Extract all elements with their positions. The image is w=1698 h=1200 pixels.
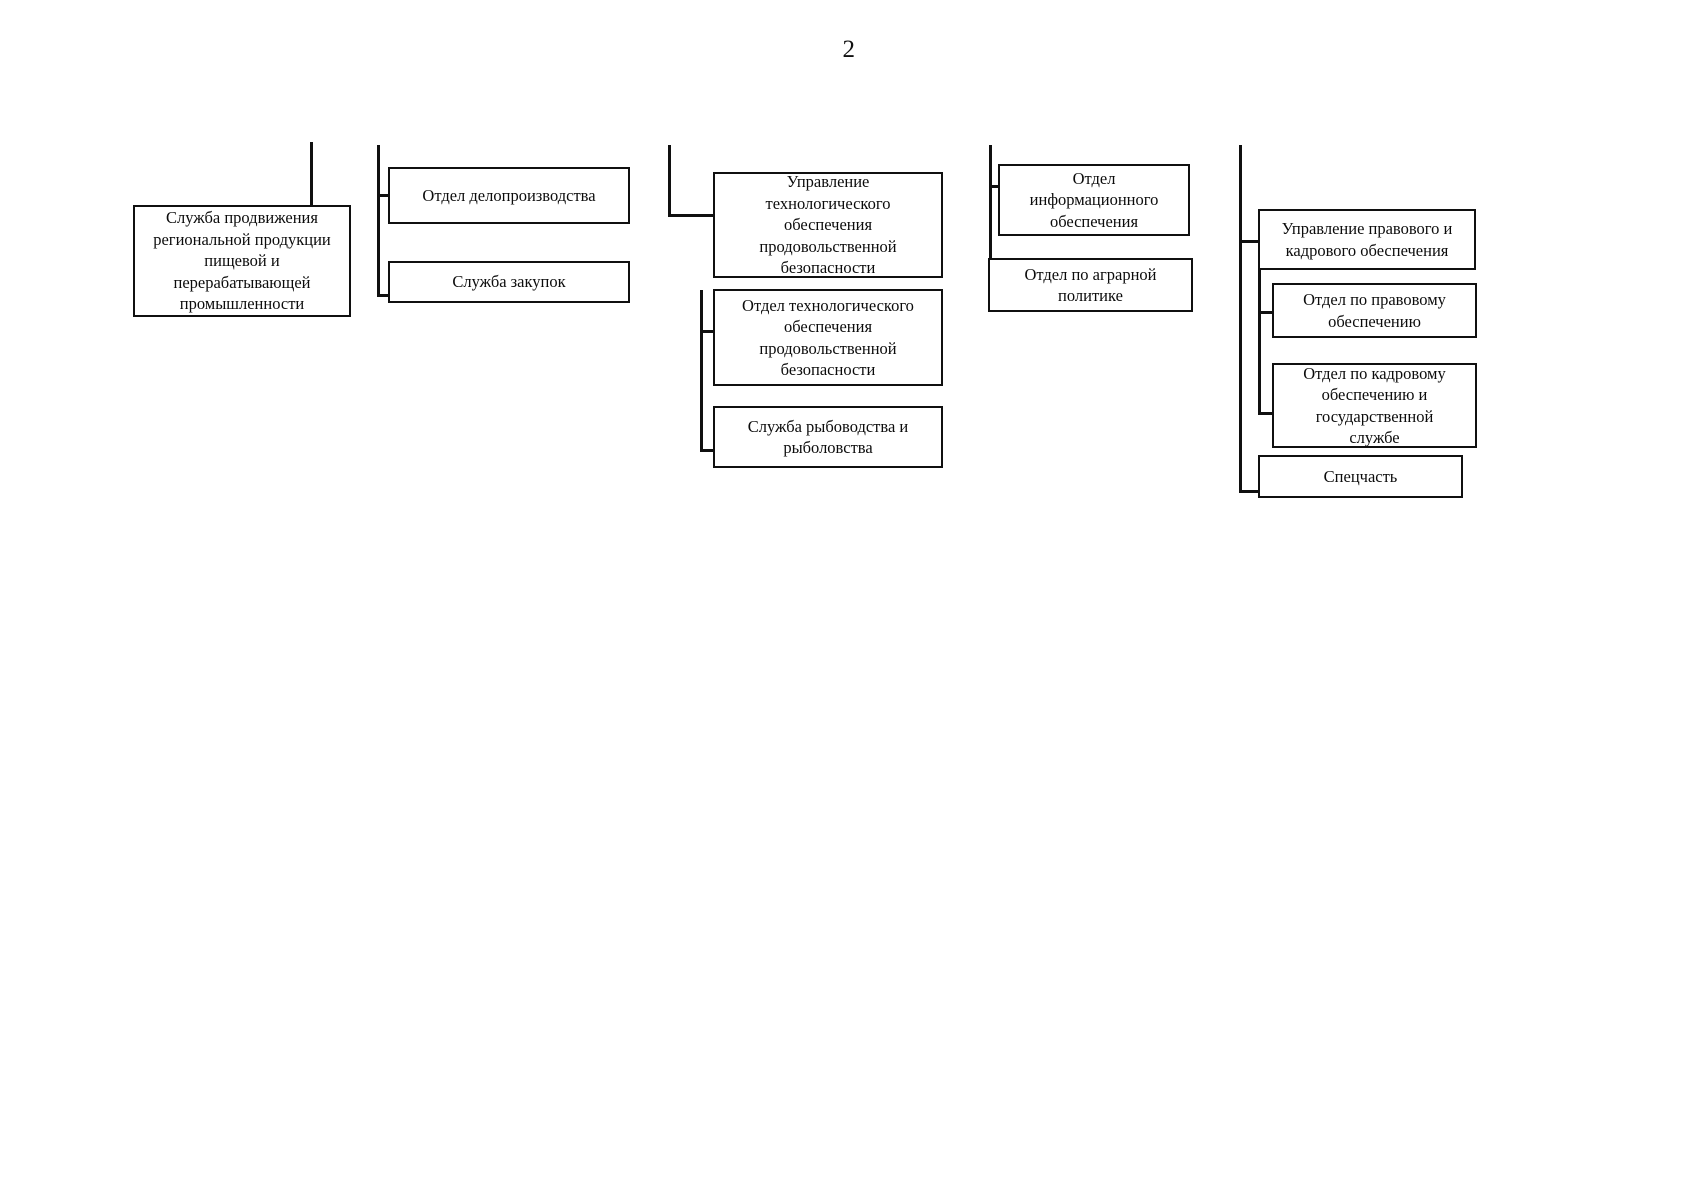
node-special-unit-label: Спецчасть (1323, 466, 1398, 486)
connector-line-vertical (668, 145, 671, 216)
connector-line-vertical (989, 145, 992, 289)
node-procurement-service: Служба закупок (388, 261, 630, 303)
stub-5-to-legal (1258, 311, 1274, 314)
node-agrarian-policy-label: Отдел по аграрной политике (1024, 264, 1157, 305)
stub-3-to-div (700, 330, 715, 333)
stub-5-to-dept (1239, 240, 1260, 243)
node-legal-hr-department: Управление правового и кадрового обеспеч… (1258, 209, 1476, 270)
node-promotion-service-label: Служба продвижения региональной продукци… (153, 208, 331, 314)
node-legal-hr-department-label: Управление правового и кадрового обеспеч… (1281, 219, 1453, 260)
node-fish-service-label: Служба рыбоводства и рыболовства (747, 416, 909, 457)
connector-line-vertical-sub (700, 290, 703, 452)
node-tech-food-safety-div: Отдел технологического обеспечения продо… (713, 289, 943, 386)
node-office-management: Отдел делопроизводства (388, 167, 630, 224)
stub-2-to-procurement (377, 294, 390, 297)
connector-line-vertical (1239, 145, 1242, 493)
node-information-support: Отдел информационного обеспечения (998, 164, 1190, 236)
node-office-management-label: Отдел делопроизводства (422, 185, 596, 205)
connector-line-vertical (310, 142, 313, 212)
node-legal-support: Отдел по правовому обеспечению (1272, 283, 1477, 338)
node-tech-food-safety-dept: Управление технологического обеспечения … (713, 172, 943, 278)
stub-4-to-info (989, 185, 1001, 188)
node-special-unit: Спецчасть (1258, 455, 1463, 498)
node-information-support-label: Отдел информационного обеспечения (1029, 168, 1159, 231)
node-procurement-service-label: Служба закупок (452, 272, 566, 292)
stub-5-to-hr (1258, 412, 1274, 415)
stub-5-to-special (1239, 490, 1260, 493)
connector-line-vertical-sub (1258, 270, 1261, 415)
node-hr-civil-service: Отдел по кадровому обеспечению и государ… (1272, 363, 1477, 448)
stub-2-to-office (377, 194, 390, 197)
node-fish-service: Служба рыбоводства и рыболовства (713, 406, 943, 468)
stub-3-to-fish (700, 449, 715, 452)
node-promotion-service: Служба продвижения региональной продукци… (133, 205, 351, 317)
connector-line-vertical (377, 145, 380, 296)
stub-3-to-dept (668, 214, 715, 217)
page-number: 2 (842, 36, 856, 63)
node-legal-support-label: Отдел по правовому обеспечению (1303, 290, 1446, 331)
node-tech-food-safety-dept-label: Управление технологического обеспечения … (759, 172, 897, 278)
node-hr-civil-service-label: Отдел по кадровому обеспечению и государ… (1303, 363, 1446, 447)
node-tech-food-safety-div-label: Отдел технологического обеспечения продо… (742, 295, 914, 379)
node-agrarian-policy: Отдел по аграрной политике (988, 258, 1193, 312)
